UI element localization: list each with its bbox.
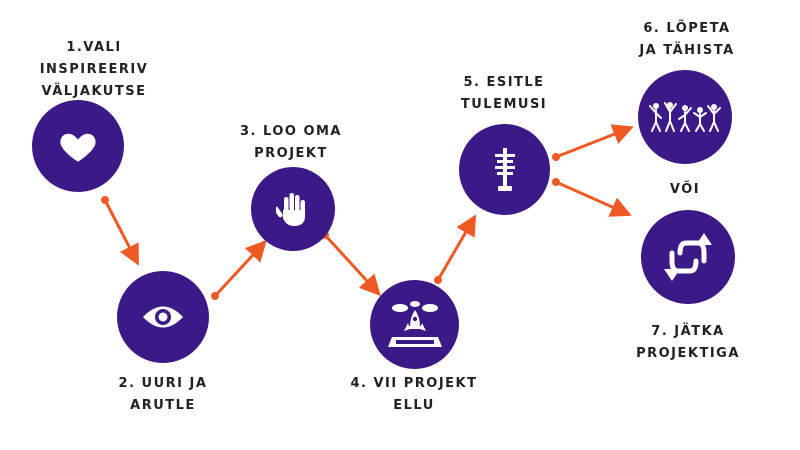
rocket-launch-icon	[387, 300, 442, 347]
step-3-label: 3. LOO OMA PROJEKT	[191, 121, 391, 165]
repeat-cycle-icon	[664, 233, 712, 281]
step-1-line-2: INSPIREERIV	[39, 62, 149, 77]
step-1-label: 1.VALI INSPIREERIV VÄLJAKUTSE	[0, 37, 194, 103]
step-3-line-2: PROJEKT	[254, 146, 328, 161]
step-5-label: 5. ESITLE TULEMUSI	[404, 72, 604, 116]
step-1-line-3: VÄLJAKUTSE	[41, 84, 147, 99]
arrow-5-to-7	[555, 180, 632, 217]
step-7-label: 7. JÄTKA PROJEKTIGA	[588, 321, 788, 365]
step-4-label: 4. VII PROJEKT ELLU	[314, 373, 514, 417]
step-1-circle	[32, 100, 124, 192]
step-3-line-1: 3. LOO OMA	[239, 124, 342, 139]
step-2-circle	[117, 271, 209, 363]
arrow-2-to-3	[213, 239, 267, 298]
arrow-3-to-4	[323, 233, 381, 297]
or-label: VÕI	[585, 179, 785, 201]
step-6-line-2: JA TÄHISTA	[639, 43, 735, 58]
step-4-line-2: ELLU	[393, 398, 435, 413]
step-3-circle	[251, 167, 335, 251]
step-7-line-1: 7. JÄTKA	[651, 324, 725, 339]
step-7-line-2: PROJEKTIGA	[636, 346, 740, 361]
arrow-5-to-6	[555, 124, 634, 159]
step-2-line-1: 2. UURI JA	[118, 376, 208, 391]
celebrating-people-icon	[649, 102, 721, 132]
step-2-label: 2. UURI JA ARUTLE	[63, 373, 263, 417]
antenna-tower-icon	[494, 147, 515, 191]
step-6-label: 6. LÕPETA JA TÄHISTA	[587, 18, 787, 62]
step-7-circle	[641, 210, 735, 304]
step-5-circle	[459, 124, 550, 215]
eye-icon	[143, 306, 183, 328]
heart-icon	[60, 133, 96, 162]
step-4-line-1: 4. VII PROJEKT	[350, 376, 478, 391]
step-2-line-2: ARUTLE	[130, 398, 196, 413]
step-4-circle	[370, 280, 459, 369]
step-5-line-2: TULEMUSI	[460, 97, 548, 112]
step-1-line-1: 1.VALI	[66, 40, 122, 55]
hand-icon	[276, 193, 305, 226]
arrow-1-to-2	[103, 199, 139, 266]
step-6-circle	[638, 70, 732, 164]
step-6-line-1: 6. LÕPETA	[643, 21, 731, 36]
or-label-text: VÕI	[669, 182, 701, 197]
arrow-4-to-5	[436, 214, 477, 281]
step-5-line-1: 5. ESITLE	[463, 75, 545, 90]
